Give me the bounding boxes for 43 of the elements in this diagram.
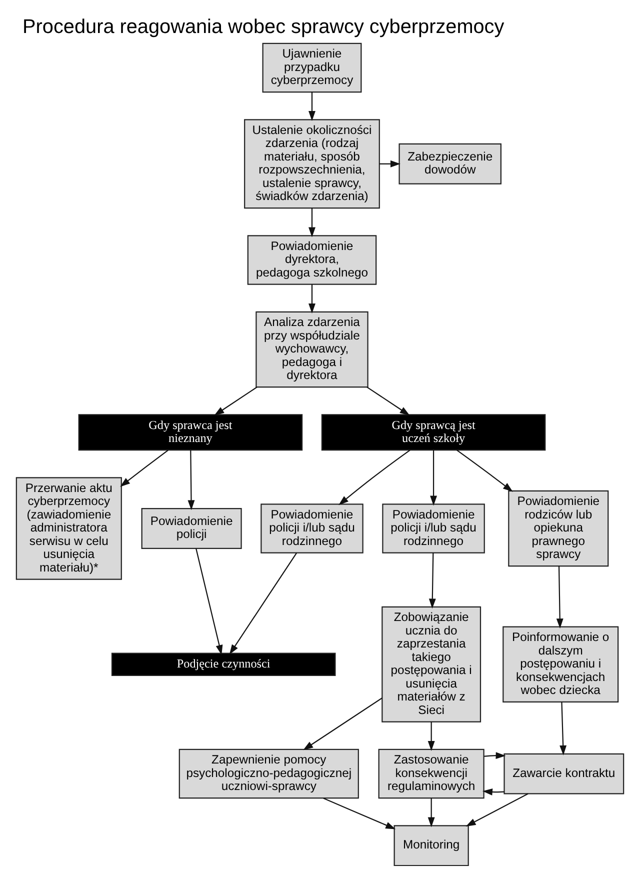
node-box: Ustalenie okoliczności zdarzenia (rodzaj materiału, sposób rozpowszechnienia, ustalenie sprawcy, świadków zdarzenia) [244, 119, 380, 209]
node-box: Poinformowanie o dalszym postępowaniu i konsekwencjach wobec dziecka [502, 626, 619, 703]
arrow [188, 450, 195, 510]
arrow [484, 752, 506, 760]
node-box: Zastosowanie konsekwencji regulaminowych [378, 748, 484, 799]
arrow [482, 788, 504, 796]
node-box: Przerwanie aktu cyberprzemocy (zawiadomienie administratora serwisu w celu usunięcia materiału)* [16, 477, 122, 580]
node-box: Podjęcie czynności [111, 652, 336, 676]
arrow [428, 722, 435, 751]
arrow [428, 798, 435, 828]
diagram-title: Procedura reagowania wobec sprawcy cyberprzemocy [22, 16, 504, 38]
arrow [323, 798, 396, 830]
node-box: Analiza zdarzenia przy współudziale wychowawcy, pedagoga i dyrektora [256, 311, 368, 388]
arrow [379, 160, 400, 168]
arrow [456, 450, 513, 492]
node-box: Monitoring [394, 825, 469, 866]
node-box: Powiadomienie policji i/lub sądu rodzinnego [382, 504, 485, 554]
node-box: Powiadomienie rodziców lub opiekuna prawnego sprawcy [508, 490, 609, 567]
node-box: Gdy sprawcą jest uczeń szkoły [321, 414, 546, 451]
arrow [428, 552, 436, 609]
node-box: Ujawnienie przypadku cyberprzemocy [262, 42, 362, 93]
arrow [338, 450, 410, 506]
arrow [196, 548, 223, 655]
node-box: Zawarcie kontraktu [504, 753, 624, 794]
arrow [308, 92, 316, 121]
node-box: Zobowiązanie ucznia do zaprzestania takiego postępowania i usunięcia materiałów z Sieci [382, 606, 482, 722]
arrow [308, 284, 316, 314]
arrow [308, 208, 316, 238]
arrow [120, 450, 168, 487]
node-box: Powiadomienie policji i/lub sądu rodzinnego [260, 504, 364, 554]
node-box: Zapewnienie pomocy psychologiczno-pedagogicznej uczniowi-sprawcy [178, 748, 359, 799]
arrow [366, 386, 410, 416]
arrow [556, 566, 564, 628]
node-box: Gdy sprawca jest nieznany [78, 414, 303, 451]
node-box: Powiadomienie dyrektora, pedagoga szkolnego [247, 235, 377, 285]
arrow [303, 698, 382, 750]
arrow [214, 386, 258, 416]
arrow [466, 793, 528, 826]
arrow [560, 702, 567, 756]
node-box: Zabezpieczenie dowodów [398, 143, 502, 184]
arrow [229, 552, 298, 654]
arrow [430, 450, 438, 506]
node-box: Powiadomienie policji [141, 508, 242, 549]
